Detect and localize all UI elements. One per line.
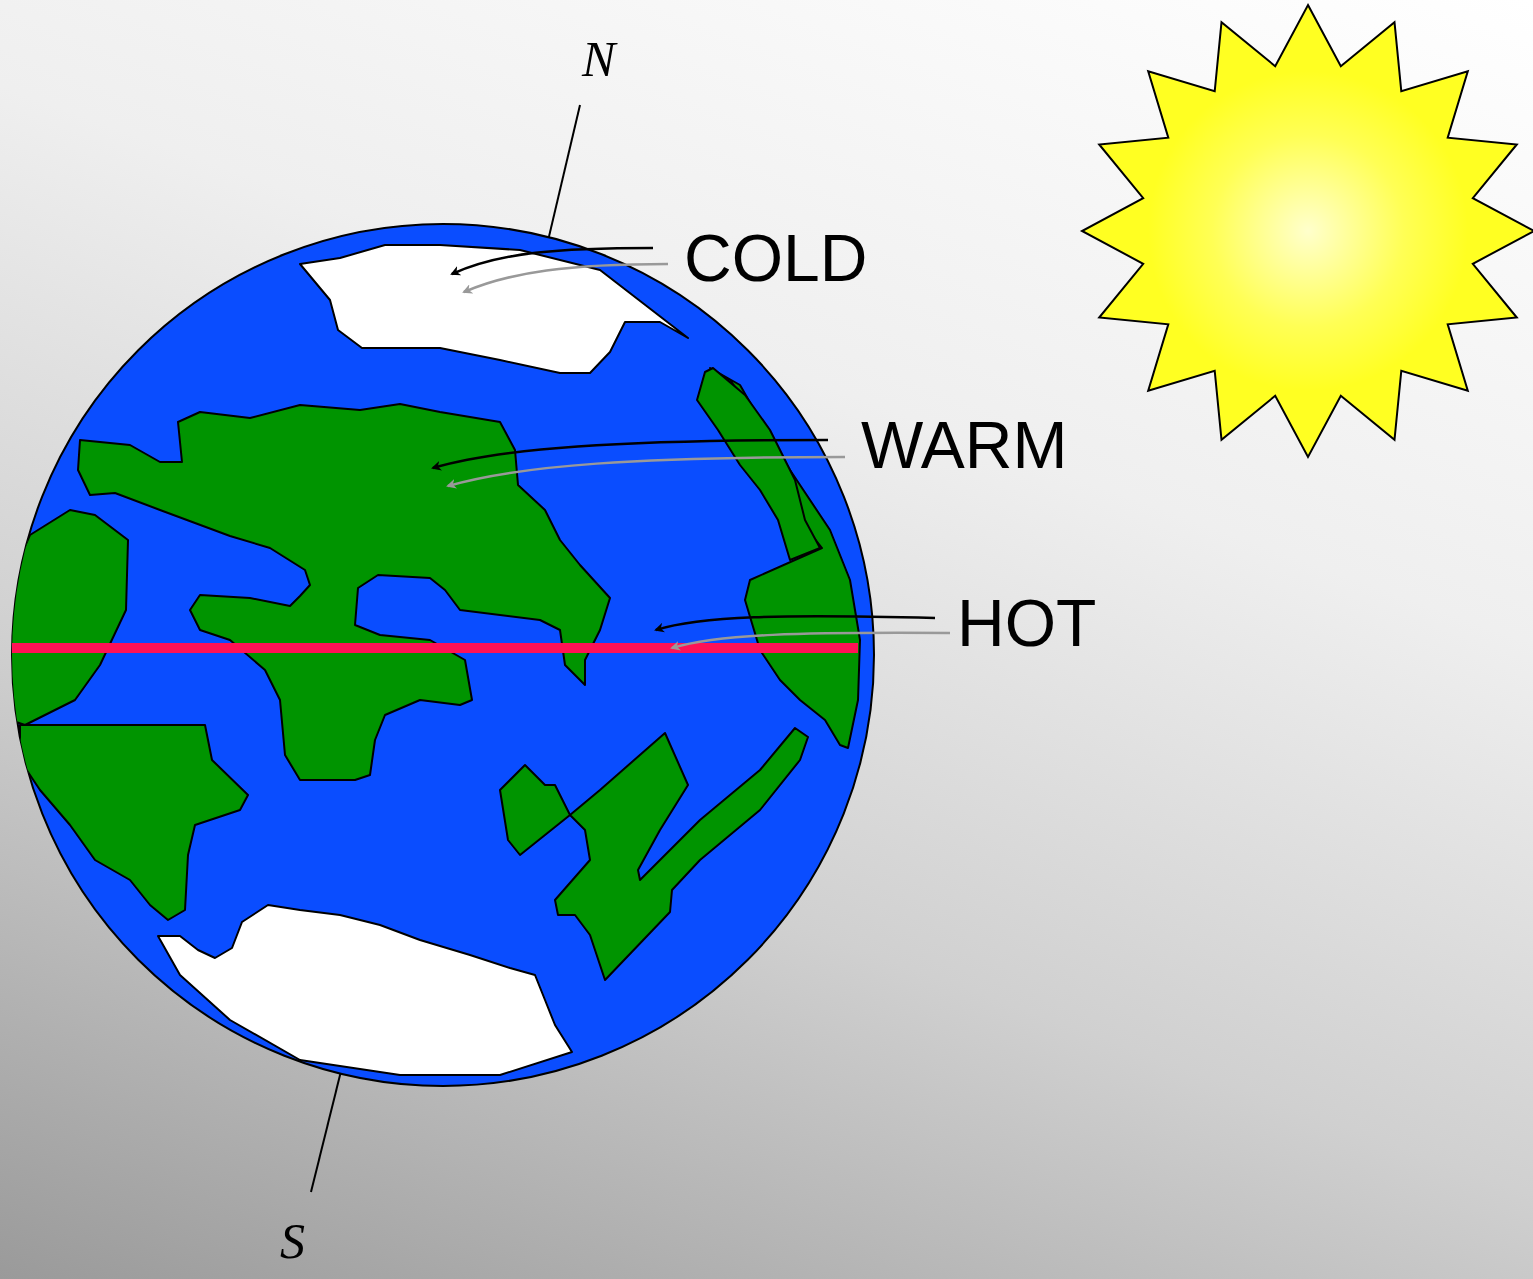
leader-arrow (464, 264, 668, 292)
sun (1082, 5, 1533, 457)
equator-line (12, 643, 858, 653)
zone-label: COLD (684, 225, 867, 291)
leader-arrow (656, 616, 935, 630)
axis-line (311, 1055, 345, 1192)
leader-arrow (433, 440, 828, 468)
sun-rays (1082, 5, 1533, 457)
leader-arrow (672, 633, 950, 648)
continent (697, 368, 820, 560)
leader-arrow (448, 457, 845, 486)
zone-label: HOT (957, 590, 1096, 656)
ice-cap (158, 905, 572, 1075)
pole-label: N (582, 34, 615, 84)
continent (10, 510, 128, 725)
pole-label: S (280, 1216, 305, 1266)
zone-label: WARM (861, 412, 1068, 478)
earth-globe (12, 224, 874, 1086)
sun-disc (1148, 71, 1468, 391)
continent (78, 404, 610, 780)
continent (500, 765, 570, 855)
continent (555, 728, 808, 980)
continent (20, 725, 248, 920)
ice-cap (300, 245, 688, 373)
